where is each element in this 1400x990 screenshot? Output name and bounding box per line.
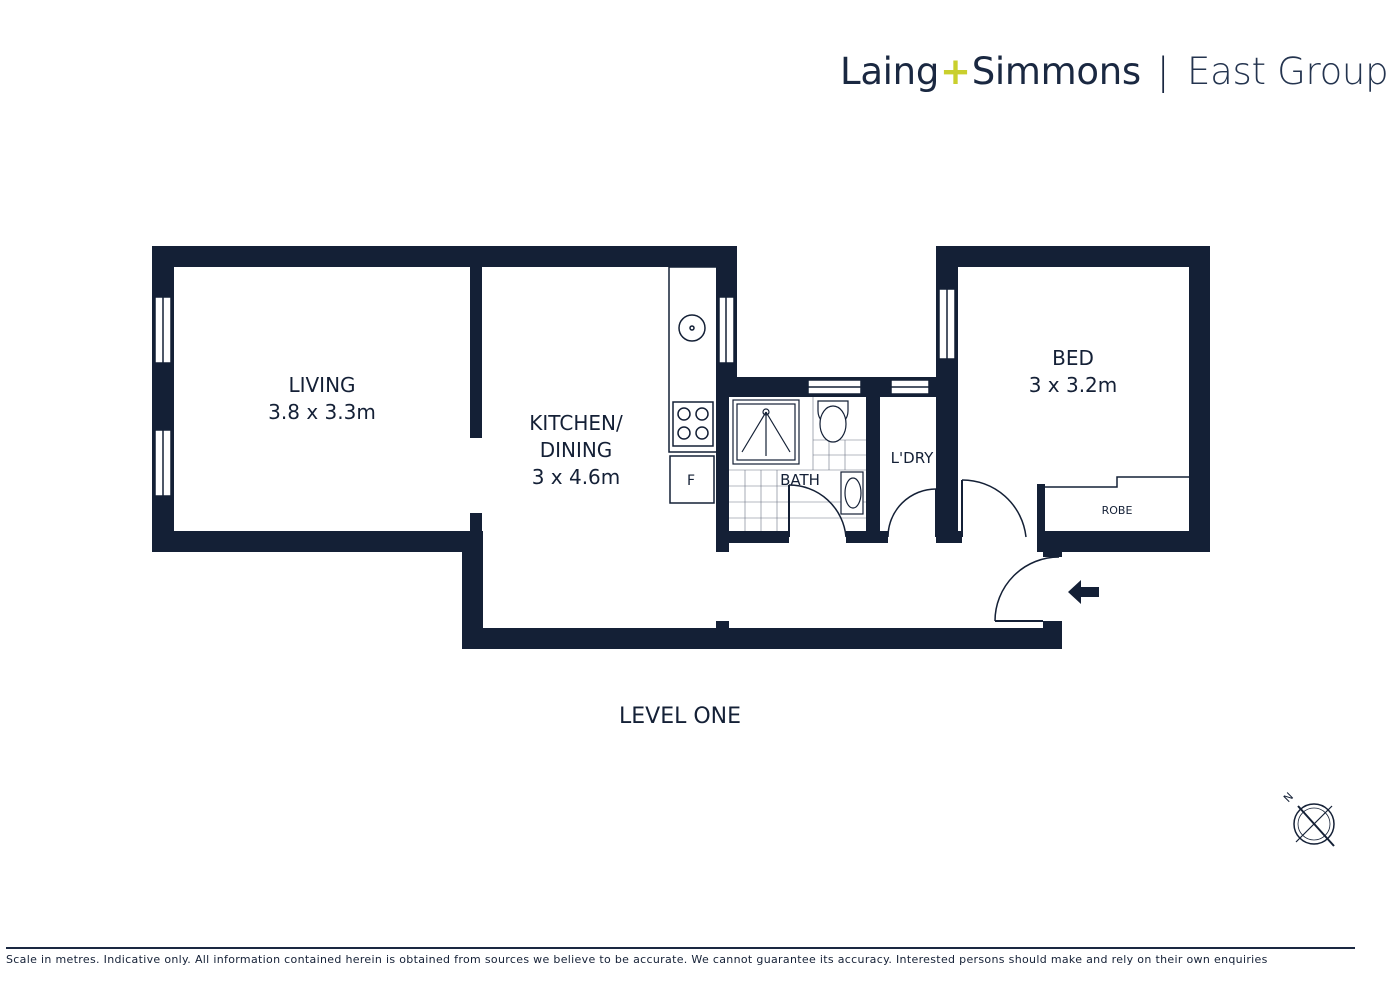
level-label: LEVEL ONE [619,704,741,729]
brand-plus: + [940,49,971,93]
compass-icon [1293,803,1335,847]
shower-icon [732,399,800,465]
room-living-size: 3.8 x 3.3m [268,400,376,424]
room-bed-name: BED [1052,346,1094,370]
basin-icon [840,471,864,515]
footer-divider [6,947,1355,949]
room-kitchen-size: 3 x 4.6m [532,465,621,489]
brand-separator: | [1156,49,1170,93]
room-kitchen-name-1: KITCHEN/ [529,411,623,435]
walls [152,246,1210,649]
room-kitchen-name-2: DINING [540,438,613,462]
bath-fixtures [729,397,866,538]
sink-icon [678,314,706,342]
footer-disclaimer: Scale in metres. Indicative only. All in… [6,953,1268,966]
entry-arrow-icon [1068,580,1099,604]
room-laundry-name: L'DRY [891,449,934,467]
kitchen-fixtures [668,266,716,504]
windows [154,288,956,497]
room-robe-name: ROBE [1102,504,1133,517]
doors [887,476,1189,622]
brand-logo: Laing+Simmons | East Group [840,46,1389,96]
room-living-name: LIVING [288,373,355,397]
room-bath-name: BATH [780,471,820,489]
fridge-label: F [687,473,695,489]
cooktop-icon [672,401,714,447]
compass-north-label: N [1281,790,1296,805]
fridge-outline [669,455,715,504]
brand-name-part2: Simmons [971,49,1141,93]
room-bed-size: 3 x 3.2m [1029,373,1118,397]
brand-group: East Group [1187,49,1389,93]
brand-name-part1: Laing [840,49,940,93]
